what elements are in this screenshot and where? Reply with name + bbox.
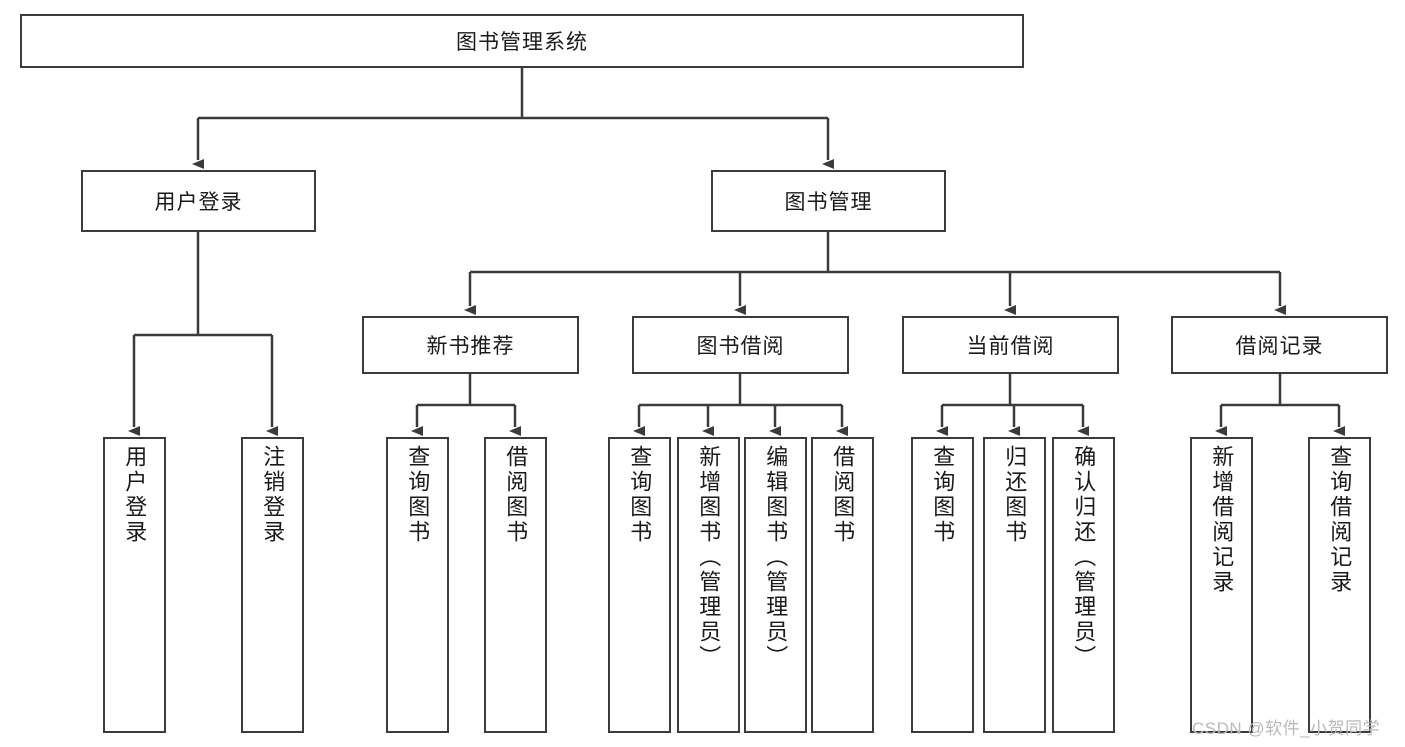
node-leaf-query-books-current[interactable]: 查询图书 (911, 437, 974, 733)
node-leaf-return-books[interactable]: 归还图书 (983, 437, 1046, 733)
node-leaf-borrow-books-label: 借阅图书 (830, 445, 856, 545)
node-leaf-add-book-admin-label: 新增图书（管理员） (696, 445, 722, 670)
node-new-book-recommend-label: 新书推荐 (426, 335, 515, 358)
node-current-borrow[interactable]: 当前借阅 (902, 316, 1119, 374)
node-leaf-query-borrow-record[interactable]: 查询借阅记录 (1308, 437, 1371, 733)
node-leaf-borrow-books-new[interactable]: 借阅图书 (484, 437, 547, 733)
node-leaf-return-books-label: 归还图书 (1002, 445, 1028, 545)
node-root[interactable]: 图书管理系统 (20, 14, 1024, 68)
node-user-login-label: 用户登录 (154, 191, 243, 214)
node-borrow-records-label: 借阅记录 (1235, 335, 1324, 358)
node-leaf-add-borrow-record-label: 新增借阅记录 (1209, 445, 1235, 595)
node-leaf-query-borrow-record-label: 查询借阅记录 (1327, 445, 1353, 595)
node-book-borrow[interactable]: 图书借阅 (632, 316, 849, 374)
node-leaf-add-book-admin[interactable]: 新增图书（管理员） (677, 437, 740, 733)
node-leaf-user-login-label: 用户登录 (122, 445, 148, 545)
watermark: CSDN @软件_小贺同学 (1192, 719, 1381, 738)
node-new-book-recommend[interactable]: 新书推荐 (362, 316, 579, 374)
node-leaf-query-books-new[interactable]: 查询图书 (386, 437, 449, 733)
node-leaf-confirm-return-admin[interactable]: 确认归还（管理员） (1052, 437, 1115, 733)
node-leaf-add-borrow-record[interactable]: 新增借阅记录 (1190, 437, 1253, 733)
node-book-management[interactable]: 图书管理 (711, 170, 946, 232)
node-leaf-query-books-borrow-label: 查询图书 (627, 445, 653, 545)
node-borrow-records[interactable]: 借阅记录 (1171, 316, 1388, 374)
node-leaf-query-books-borrow[interactable]: 查询图书 (608, 437, 671, 733)
node-leaf-edit-book-admin-label: 编辑图书（管理员） (763, 445, 789, 670)
node-leaf-user-login[interactable]: 用户登录 (103, 437, 166, 733)
node-root-label: 图书管理系统 (456, 31, 588, 54)
node-leaf-query-books-current-label: 查询图书 (930, 445, 956, 545)
node-leaf-logout[interactable]: 注销登录 (241, 437, 304, 733)
node-leaf-query-books-new-label: 查询图书 (405, 445, 431, 545)
node-book-borrow-label: 图书借阅 (696, 335, 785, 358)
node-current-borrow-label: 当前借阅 (966, 335, 1055, 358)
node-leaf-edit-book-admin[interactable]: 编辑图书（管理员） (744, 437, 807, 733)
node-leaf-borrow-books[interactable]: 借阅图书 (811, 437, 874, 733)
node-user-login[interactable]: 用户登录 (81, 170, 316, 232)
node-leaf-logout-label: 注销登录 (260, 445, 286, 545)
node-book-management-label: 图书管理 (784, 191, 873, 214)
node-leaf-borrow-books-new-label: 借阅图书 (503, 445, 529, 545)
node-leaf-confirm-return-admin-label: 确认归还（管理员） (1071, 445, 1097, 670)
